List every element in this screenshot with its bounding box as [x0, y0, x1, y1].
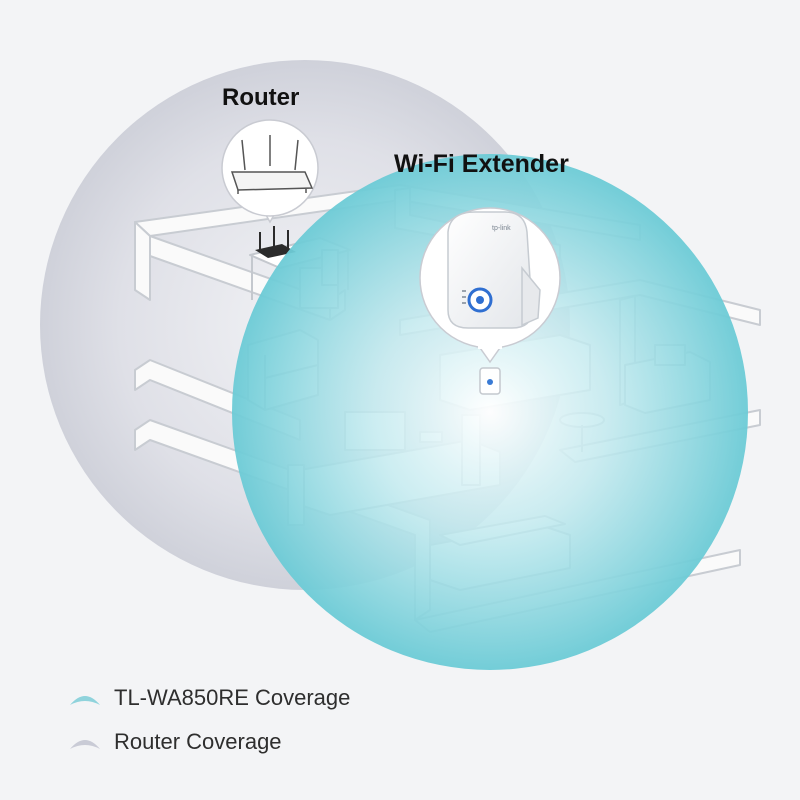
legend-item-extender: TL-WA850RE Coverage: [68, 685, 350, 711]
router-device: [255, 226, 296, 258]
wall-left-upper: [134, 221, 151, 301]
extender-coverage-area: [232, 154, 748, 670]
coverage-arc-icon: [70, 696, 100, 705]
legend-item-router: Router Coverage: [68, 729, 282, 755]
router-icon: [230, 135, 314, 194]
router-callout: [221, 119, 319, 224]
extender-wall-device: [479, 367, 501, 395]
extender-label: Wi-Fi Extender: [394, 150, 569, 178]
extender-callout: tp-link: [419, 207, 561, 364]
coverage-arc-icon: [70, 740, 100, 749]
router-label: Router: [222, 84, 300, 111]
brand-logo-text: tp-link: [492, 225, 511, 232]
legend-label: Router Coverage: [114, 729, 282, 754]
legend-label: TL-WA850RE Coverage: [114, 685, 351, 710]
extender-icon: tp-link: [447, 211, 541, 329]
